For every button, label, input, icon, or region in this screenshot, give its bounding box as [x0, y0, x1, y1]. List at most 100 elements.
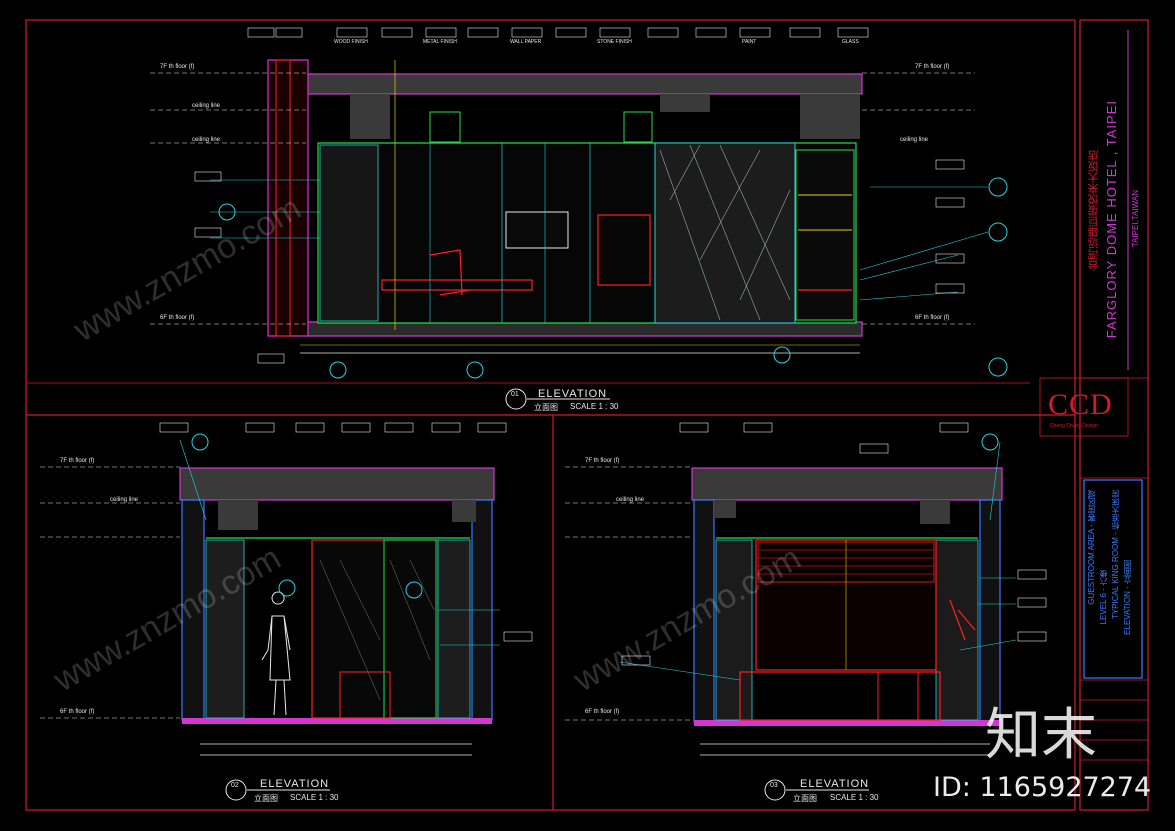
e2-wood-panel-left	[205, 539, 245, 719]
e1-tag-paint: PAINT	[742, 39, 757, 45]
e1-beam-3	[800, 94, 860, 139]
e3-blind-lines	[758, 549, 934, 575]
project-name-cn: 台湾远雄巨蛋悦来大饭店	[1088, 150, 1100, 271]
drawing-title-4: ELEVATION - 立面图	[1123, 560, 1132, 635]
elev-01-number: 01	[511, 391, 519, 398]
e2-section-marker	[405, 581, 423, 599]
e1-level-6f-label: 6F th floor (f)	[160, 315, 195, 321]
drawing-title-2: LEVEL 6 - 六楼	[1099, 570, 1108, 625]
e1-bottom-slab	[305, 321, 863, 337]
elev-02-subtitle: 立面图	[254, 794, 278, 803]
e1-left-column-inner	[275, 59, 291, 337]
e2-level-7f-label: 7F th floor (f)	[60, 458, 95, 464]
e2-leader-lines	[179, 439, 500, 646]
e1-section-marker	[466, 361, 484, 379]
title-block-lines	[1039, 377, 1148, 761]
e1-section-marker	[988, 222, 1008, 242]
e1-section-marker	[329, 361, 347, 379]
e1-level-6f-label-r: 6F th floor (f)	[915, 315, 950, 321]
e1-niche-2	[623, 111, 653, 143]
e2-level-ceiling-label: ceiling line	[110, 497, 139, 503]
e1-top-slab	[305, 73, 863, 95]
e1-beam-2	[660, 94, 710, 112]
e1-level-ceiling-label-r: ceiling line	[900, 137, 929, 143]
e1-level-ceiling-label: ceiling line	[192, 103, 221, 109]
e1-leader-lines	[210, 179, 989, 301]
e2-floor	[182, 718, 492, 724]
e2-tag-row	[159, 422, 533, 642]
e1-cabinet	[597, 214, 651, 286]
title-block-blue-frame	[1083, 479, 1143, 679]
elev-02-marker	[225, 779, 247, 801]
e1-left-column	[267, 59, 309, 337]
e1-section-marker	[773, 346, 791, 364]
e3-level-7f-label: 7F th floor (f)	[585, 458, 620, 464]
e2-beam-2	[452, 500, 476, 522]
e1-tag-stone: STONE FINISH	[597, 39, 632, 45]
e3-stone-right	[935, 539, 979, 721]
elevation-01-drawing	[150, 27, 1008, 379]
e2-door	[383, 539, 437, 719]
project-location: TAIPEI,TAIWAN	[1131, 190, 1140, 248]
company-subtitle: Cheng Chung Design	[1050, 423, 1098, 429]
elev-02-scale: SCALE 1 : 30	[290, 793, 339, 802]
e2-hatch	[319, 559, 435, 701]
e2-section-marker	[278, 579, 296, 597]
e2-level-6f-label: 6F th floor (f)	[60, 709, 95, 715]
e1-beam-1	[350, 94, 390, 139]
e1-level-ceiling-label-2: ceiling line	[192, 137, 221, 143]
e1-tag-metal: METAL FINISH	[423, 39, 457, 45]
elev-01-subtitle: 立面图	[534, 403, 558, 412]
e3-tag-row	[621, 422, 1047, 666]
e1-stone-hatch	[659, 144, 791, 321]
e1-tv	[505, 211, 569, 249]
e3-nightstand	[877, 671, 919, 721]
e3-lamp	[949, 599, 976, 641]
watermark-brand: 知末	[985, 703, 1097, 768]
title-block-border	[1079, 19, 1149, 811]
e3-level-6f-label: 6F th floor (f)	[585, 709, 620, 715]
drawing-title-1: GUESTROOM AREA - 客房区域	[1087, 490, 1096, 605]
project-name-en: FARGLORY DOME HOTEL , TAIPEI	[1104, 100, 1119, 339]
elev-03-subtitle: 立面图	[793, 794, 817, 803]
e2-beam	[218, 500, 258, 530]
e3-level-ceiling-label: ceiling line	[616, 497, 645, 503]
company-logo: CCD	[1048, 388, 1113, 421]
e1-niche	[429, 111, 461, 143]
e1-tag-row	[194, 27, 965, 364]
e3-right-wall	[979, 499, 1001, 723]
elevation-02-drawing	[40, 422, 533, 756]
e1-section-marker	[988, 177, 1008, 197]
drawing-title-3: TYPICAL KING ROOM - 标准大床房	[1111, 490, 1120, 620]
e2-wardrobe	[311, 539, 439, 719]
e1-section-marker	[988, 357, 1008, 377]
e1-desk	[381, 279, 533, 291]
e3-top-slab	[691, 467, 1003, 501]
e2-section-marker	[191, 433, 209, 451]
e2-top-slab	[179, 467, 495, 501]
e3-beam-left	[714, 500, 736, 518]
e1-level-7f-label-r: 7F th floor (f)	[915, 64, 950, 70]
elev-02-number: 02	[231, 782, 239, 789]
e3-floor	[694, 720, 1000, 726]
title-markers	[225, 388, 869, 801]
e1-tag-glass: GLASS	[842, 39, 859, 45]
e3-left-wall	[693, 499, 715, 723]
e3-stone-left	[715, 539, 753, 721]
elev-02-title: ELEVATION	[260, 778, 330, 790]
e3-leader-lines	[619, 441, 1017, 681]
e1-chair	[429, 249, 471, 296]
e1-tag-wood: WOOD FINISH	[334, 39, 368, 45]
e1-shelf-unit	[795, 149, 855, 321]
e3-bed	[739, 671, 941, 721]
e1-wood-left	[319, 144, 379, 322]
e2-wood-panel-right	[437, 539, 471, 719]
elevation-03-drawing	[565, 422, 1047, 756]
e2-left-wall	[181, 499, 205, 721]
elev-03-number: 03	[770, 782, 778, 789]
e2-person-silhouette	[261, 591, 291, 716]
elev-03-scale: SCALE 1 : 30	[830, 793, 879, 802]
elev-01-marker	[505, 388, 527, 410]
